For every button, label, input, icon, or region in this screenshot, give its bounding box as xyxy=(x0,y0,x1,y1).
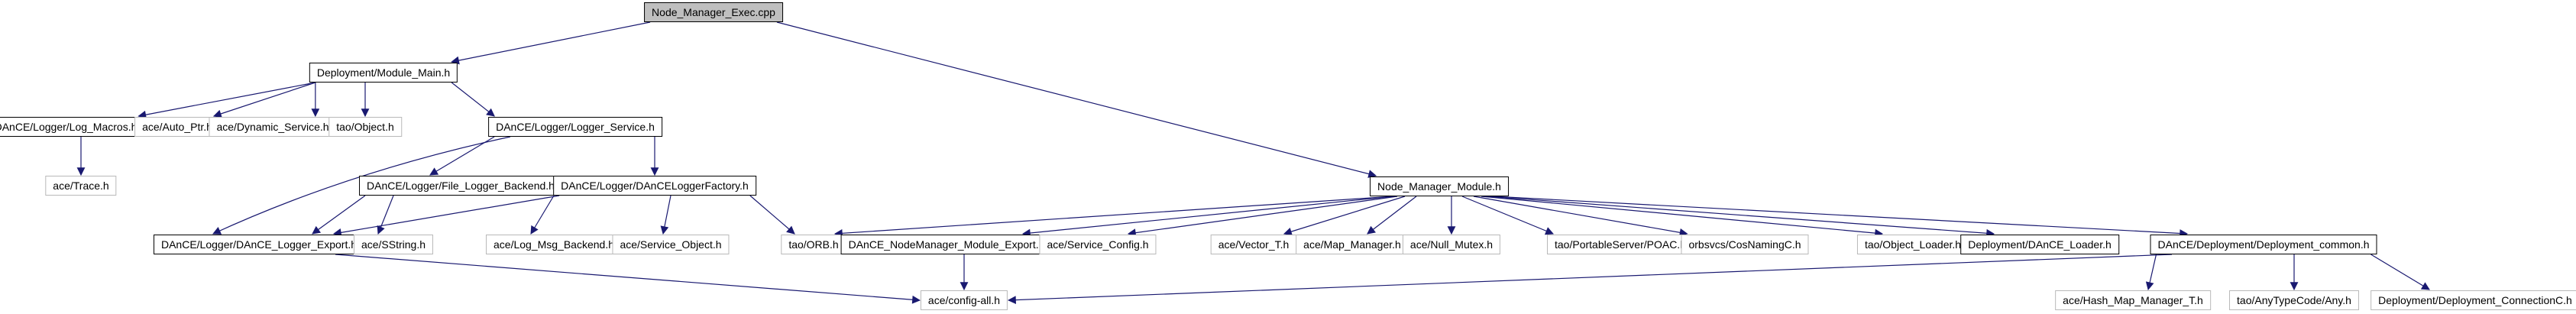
include-edge-nmm-to-map_manager xyxy=(1367,196,1417,235)
include-edge-nmm-to-dance_loader xyxy=(1486,196,1995,238)
include-edge-exec-to-module_main xyxy=(451,21,651,65)
graph-node-log_macros[interactable]: DAnCE/Logger/Log_Macros.h xyxy=(0,117,145,137)
include-edge-nmm-to-poac xyxy=(1461,196,1555,235)
include-edge-factory-to-service_object xyxy=(660,195,672,235)
graph-node-cosnaming: orbsvcs/CosNamingC.h xyxy=(1681,235,1809,254)
include-edge-nmm-to-cosnaming xyxy=(1473,196,1688,237)
graph-node-nm_export[interactable]: DAnCE_NodeManager_Module_Export.h xyxy=(840,235,1053,254)
include-edge-module_main-to-logger_service xyxy=(451,82,495,117)
graph-node-hash_map: ace/Hash_Map_Manager_T.h xyxy=(2055,290,2211,310)
graph-node-null_mutex: ace/Null_Mutex.h xyxy=(1402,235,1501,254)
include-edge-file_backend-to-logger_export xyxy=(312,195,366,235)
graph-node-vector_t: ace/Vector_T.h xyxy=(1210,235,1297,254)
graph-node-config_all: ace/config-all.h xyxy=(920,290,1008,310)
graph-node-factory[interactable]: DAnCE/Logger/DAnCELoggerFactory.h xyxy=(553,176,756,196)
graph-node-sstring: ace/SString.h xyxy=(353,235,434,254)
include-edge-nmm-to-deployment_common xyxy=(1492,196,2189,238)
include-edge-module_main-to-log_macros xyxy=(138,82,316,119)
graph-node-file_backend[interactable]: DAnCE/Logger/File_Logger_Backend.h xyxy=(359,176,562,196)
graph-node-logger_service[interactable]: DAnCE/Logger/Logger_Service.h xyxy=(488,117,662,137)
graph-node-exec: Node_Manager_Exec.cpp xyxy=(644,2,783,22)
graph-node-object_loader: tao/Object_Loader.h xyxy=(1856,235,1969,254)
include-edge-file_backend-to-log_msg_backend xyxy=(530,195,555,235)
graph-node-module_main[interactable]: Deployment/Module_Main.h xyxy=(309,63,458,83)
graph-node-log_msg_backend: ace/Log_Msg_Backend.h xyxy=(486,235,622,254)
graph-node-deployment_common[interactable]: DAnCE/Deployment/Deployment_common.h xyxy=(2150,235,2377,254)
graph-node-logger_export[interactable]: DAnCE/Logger/DAnCE_Logger_Export.h xyxy=(153,235,365,254)
include-edge-logger_export-to-config_all xyxy=(335,254,921,304)
graph-node-poac: tao/PortableServer/POAC.h xyxy=(1547,235,1694,254)
include-edge-nmm-to-service_config xyxy=(1127,196,1398,238)
graph-node-dance_loader[interactable]: Deployment/DAnCE_Loader.h xyxy=(1960,235,2119,254)
graph-node-dynamic_service: ace/Dynamic_Service.h xyxy=(209,117,337,137)
graph-node-orb: tao/ORB.h xyxy=(781,235,846,254)
include-edge-module_main-to-auto_ptr xyxy=(212,82,316,118)
include-edge-logger_service-to-logger_export xyxy=(212,136,511,235)
include-edge-nmm-to-object_loader xyxy=(1481,196,1884,238)
graph-node-service_object: ace/Service_Object.h xyxy=(612,235,730,254)
graph-node-service_config: ace/Service_Config.h xyxy=(1039,235,1157,254)
include-edge-deployment_common-to-hash_map xyxy=(2145,254,2157,291)
include-edge-factory-to-orb xyxy=(749,195,795,235)
graph-node-nmm[interactable]: Node_Manager_Module.h xyxy=(1370,176,1509,196)
graph-node-auto_ptr: ace/Auto_Ptr.h xyxy=(134,117,220,137)
include-edge-file_backend-to-sstring xyxy=(377,195,394,235)
graph-node-connectionc: Deployment/Deployment_ConnectionC.h xyxy=(2371,290,2576,310)
include-edge-deployment_common-to-connectionc xyxy=(2371,254,2430,290)
include-edge-deployment_common-to-config_all xyxy=(1008,254,2173,305)
graph-node-map_manager: ace/Map_Manager.h xyxy=(1296,235,1409,254)
graph-node-any: tao/AnyTypeCode/Any.h xyxy=(2229,290,2359,310)
graph-node-tao_object: tao/Object.h xyxy=(328,117,402,137)
include-edge-nmm-to-orb xyxy=(833,196,1394,238)
include-edge-factory-to-logger_export xyxy=(332,195,560,237)
graph-node-trace: ace/Trace.h xyxy=(45,176,117,196)
include-edge-nmm-to-nm_export xyxy=(1021,196,1394,238)
include-edge-nmm-to-vector_t xyxy=(1283,196,1406,236)
include-edge-exec-to-nmm xyxy=(776,21,1377,178)
